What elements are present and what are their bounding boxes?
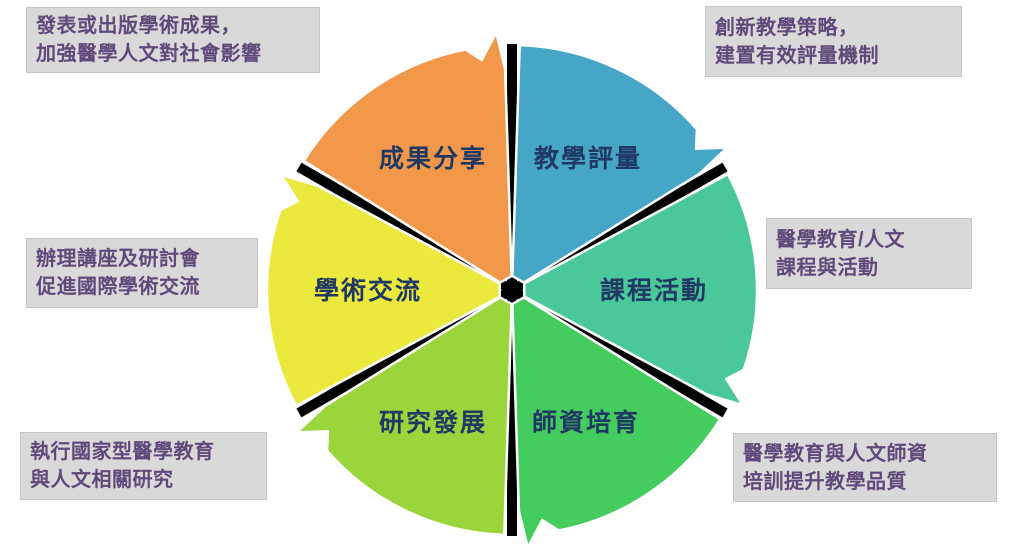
wedge-results-sharing: [302, 31, 513, 284]
note-line: 創新教學策略，: [715, 16, 859, 39]
note-line: 課程與活動: [776, 256, 879, 279]
note-results-sharing: 發表或出版學術成果， 加強醫學人文對社會影響: [26, 7, 320, 73]
note-academic-exchange: 辦理講座及研討會 促進國際學術交流: [26, 238, 258, 308]
divider-line-120: [509, 285, 728, 418]
wedge-academic-exchange: [265, 173, 501, 408]
wedges: [265, 31, 759, 549]
note-line: 辦理講座及研討會: [36, 248, 200, 270]
note-line: 執行國家型醫學教育: [30, 441, 215, 463]
note-line: 與人文相關研究: [30, 469, 174, 491]
wedge-teaching-evaluation: [511, 43, 729, 284]
note-line: 醫學教育與人文師資: [743, 442, 928, 465]
note-teacher-training: 醫學教育與人文師資 培訓提升教學品質: [733, 433, 997, 502]
note-line: 發表或出版學術成果，: [36, 15, 241, 37]
note-line: 建置有效評量機制: [715, 44, 879, 67]
wedge-curriculum-activities: [523, 172, 759, 407]
note-line: 促進國際學術交流: [36, 276, 200, 298]
note-line: 加強醫學人文對社會影響: [36, 43, 262, 65]
divider-line-60: [509, 162, 728, 295]
divider-line-300: [296, 162, 515, 295]
divider-line-240: [296, 285, 515, 418]
note-curriculum-activities: 醫學教育/人文 課程與活動: [766, 218, 972, 289]
wedge-teacher-training: [511, 296, 722, 549]
note-line: 培訓提升教學品質: [743, 470, 907, 493]
note-teaching-evaluation: 創新教學策略， 建置有效評量機制: [705, 6, 962, 77]
note-research-development: 執行國家型醫學教育 與人文相關研究: [20, 432, 267, 500]
wedge-research-development: [295, 296, 513, 537]
note-line: 醫學教育/人文: [776, 228, 906, 251]
